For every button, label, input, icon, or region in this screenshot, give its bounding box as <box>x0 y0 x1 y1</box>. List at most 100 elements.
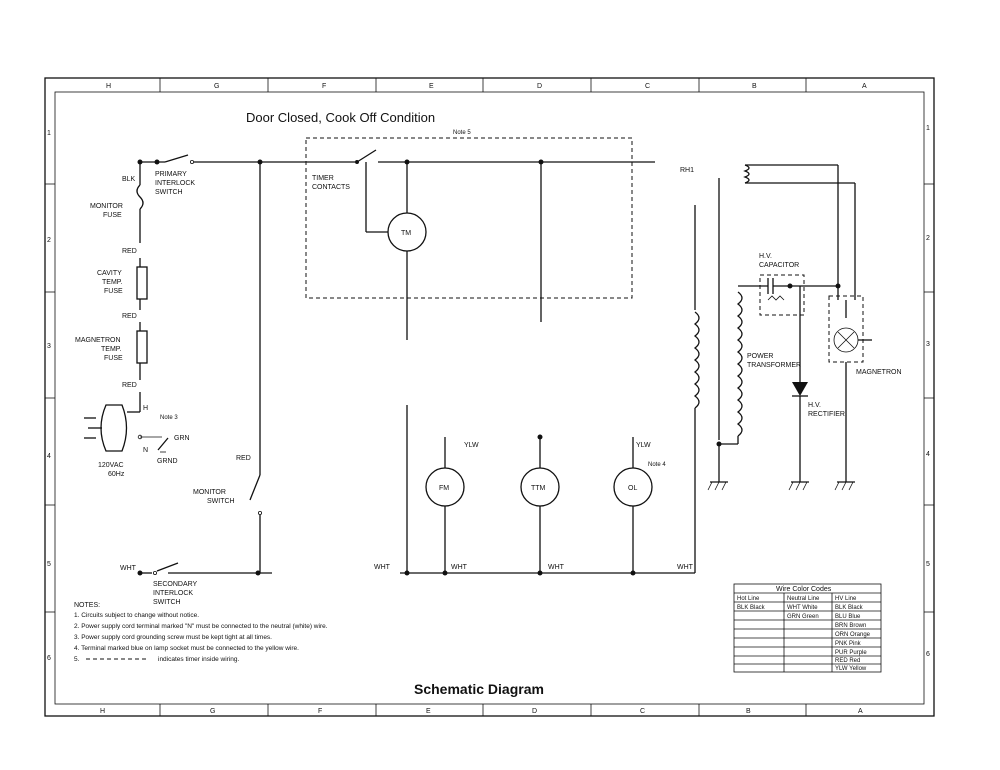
notes-block: NOTES: 1. Circuits subject to change wit… <box>74 602 328 663</box>
plug-rating-label: 120VAC <box>98 462 124 469</box>
wire-red-label: RED <box>122 248 137 255</box>
grid-side-label: 6 <box>926 651 930 658</box>
outer-border <box>44 77 935 717</box>
grid-ticks <box>45 78 934 716</box>
hv-capacitor-label: CAPACITOR <box>759 262 799 269</box>
note3-label: Note 3 <box>160 415 178 421</box>
wire-wht-label: WHT <box>451 564 468 571</box>
hv-rectifier-label: H.V. <box>808 402 821 409</box>
tm-label: TM <box>401 230 411 237</box>
grid-top-label: E <box>429 83 434 90</box>
grid-top-label: G <box>214 83 219 90</box>
wire-wht-label: WHT <box>120 565 137 572</box>
grid-bottom-label: H <box>100 708 105 715</box>
wire-wht-label: WHT <box>374 564 391 571</box>
center-circuit <box>355 149 695 576</box>
wire-table-cell: PNK Pink <box>835 641 862 647</box>
note-item: 5. <box>74 656 80 663</box>
plug-rating-label: 60Hz <box>108 471 125 478</box>
wire-table-cell: RED Red <box>835 658 860 664</box>
secondary-interlock-label: SWITCH <box>153 599 181 606</box>
hv-rectifier-label: RECTIFIER <box>808 411 845 418</box>
grid-bottom-label: C <box>640 708 645 715</box>
timer-contacts-label: CONTACTS <box>312 184 350 191</box>
grid-bottom-label: D <box>532 708 537 715</box>
ttm-label: TTM <box>531 485 546 492</box>
magnetron-label: MAGNETRON <box>856 369 902 376</box>
notes-heading: NOTES: <box>74 602 100 609</box>
monitor-switch-label: SWITCH <box>207 498 235 505</box>
grid-bottom-label: A <box>858 708 863 715</box>
secondary-interlock-label: SECONDARY <box>153 581 198 588</box>
footer-title: Schematic Diagram <box>414 681 544 697</box>
monitor-fuse-label: FUSE <box>103 212 122 219</box>
wire-table-title: Wire Color Codes <box>776 586 832 593</box>
grid-letters-bottom: H G F E D C B A <box>100 708 863 715</box>
grid-numbers-left: 1 2 3 4 5 6 <box>47 130 51 662</box>
grid-top-label: H <box>106 83 111 90</box>
plug-n-label: N <box>143 447 148 454</box>
wire-red-label: RED <box>122 313 137 320</box>
secondary-interlock-label: INTERLOCK <box>153 590 193 597</box>
grid-side-label: 5 <box>926 561 930 568</box>
grid-bottom-label: F <box>318 708 322 715</box>
note-item: 3. Power supply cord grounding screw mus… <box>74 634 272 641</box>
grid-top-label: D <box>537 83 542 90</box>
grid-bottom-label: B <box>746 708 751 715</box>
wire-table-cell: Hot Line <box>737 596 760 602</box>
monitor-switch-label: MONITOR <box>193 489 226 496</box>
note5-tail: indicates timer inside wiring. <box>158 656 239 663</box>
grid-side-label: 4 <box>926 451 930 458</box>
wire-wht-label: WHT <box>548 564 565 571</box>
grid-side-label: 2 <box>47 237 51 244</box>
wire-table-cell: HV Line <box>835 596 857 602</box>
monitor-fuse-label: MONITOR <box>90 203 123 210</box>
grn-label: GRN <box>174 435 190 442</box>
note-item: 4. Terminal marked blue on lamp socket m… <box>74 645 299 652</box>
grid-top-label: B <box>752 83 757 90</box>
hv-circuit <box>693 164 872 573</box>
wire-table-cell: GRN Green <box>787 614 819 620</box>
ylw-label: YLW <box>464 442 479 449</box>
grid-bottom-label: E <box>426 708 431 715</box>
timer-box <box>305 137 633 299</box>
hv-capacitor-label: H.V. <box>759 253 772 260</box>
ol-label: OL <box>628 485 637 492</box>
ylw-label: YLW <box>636 442 651 449</box>
wire-table-cell: WHT White <box>787 605 818 611</box>
wire-table-cell: PUR Purple <box>835 650 867 656</box>
grid-top-label: C <box>645 83 650 90</box>
wire-wht-label: WHT <box>677 564 694 571</box>
wire-red-label: RED <box>236 455 251 462</box>
rh1-label: RH1 <box>680 167 694 174</box>
grid-top-label: F <box>322 83 326 90</box>
grnd-label: GRND <box>157 458 178 465</box>
magnetron-fuse-label: TEMP. <box>101 346 122 353</box>
wire-red-label: RED <box>122 382 137 389</box>
grid-side-label: 5 <box>47 561 51 568</box>
wire-color-table: Wire Color Codes Hot Line Neutral Line H… <box>733 583 882 673</box>
grid-letters-top: H G F E D C B A <box>106 83 867 90</box>
note-item: 1. Circuits subject to change without no… <box>74 612 199 619</box>
diagram-title: Door Closed, Cook Off Condition <box>246 110 435 125</box>
grid-side-label: 1 <box>926 125 930 132</box>
blk-label: BLK <box>122 176 136 183</box>
plug-h-label: H <box>143 405 148 412</box>
primary-interlock-label: SWITCH <box>155 189 183 196</box>
grid-bottom-label: G <box>210 708 215 715</box>
grid-side-label: 2 <box>926 235 930 242</box>
magnetron-fuse-label: FUSE <box>104 355 123 362</box>
wire-table-cell: BLK Black <box>737 605 766 611</box>
magnetron-fuse-label: MAGNETRON <box>75 337 121 344</box>
fm-label: FM <box>439 485 449 492</box>
wire-table-cell: Neutral Line <box>787 596 820 602</box>
wire-table-cell: BLU Blue <box>835 614 861 620</box>
note5-label: Note 5 <box>453 130 471 136</box>
cavity-fuse-label: TEMP. <box>102 279 123 286</box>
timer-contacts-label: TIMER <box>312 175 334 182</box>
note4-label: Note 4 <box>648 462 666 468</box>
cavity-fuse-label: CAVITY <box>97 270 122 277</box>
primary-interlock-label: INTERLOCK <box>155 180 195 187</box>
primary-interlock-label: PRIMARY <box>155 171 187 178</box>
